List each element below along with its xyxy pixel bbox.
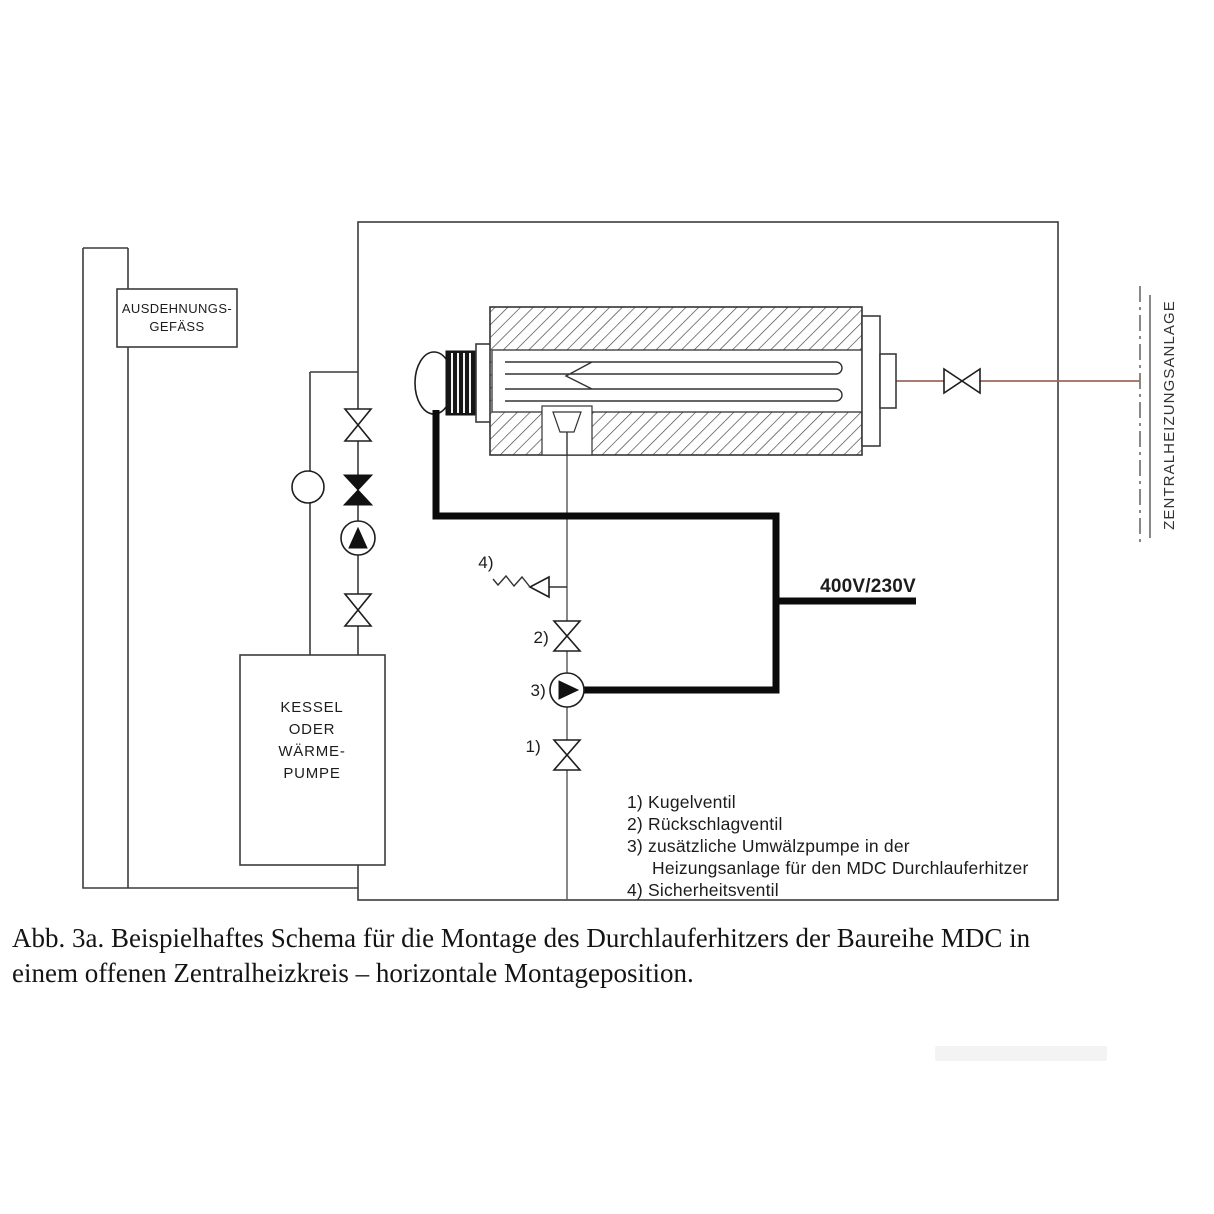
callout-2: 2) bbox=[533, 628, 549, 647]
caption-line-2: einem offenen Zentralheizkreis – horizon… bbox=[12, 958, 694, 989]
legend-item-3-line1: 3) zusätzliche Umwälzpumpe in der bbox=[627, 836, 910, 856]
expansion-vessel-label-line2: GEFÄSS bbox=[149, 319, 204, 334]
legend-item-3-line2: Heizungsanlage für den MDC Durchlauferhi… bbox=[652, 858, 1028, 878]
boiler-label-line1: KESSEL bbox=[280, 699, 343, 716]
watermark-strip bbox=[935, 1046, 1107, 1061]
caption-line-1: Abb. 3a. Beispielhaftes Schema für die M… bbox=[12, 923, 1031, 953]
boiler-box-outline bbox=[239, 654, 386, 866]
boiler-box: KESSEL ODER WÄRME- PUMPE bbox=[239, 654, 386, 866]
heater-inner-tube bbox=[491, 349, 863, 413]
shutoff-valve-upper bbox=[343, 408, 373, 442]
boiler-label-line3: WÄRME- bbox=[278, 743, 345, 760]
boiler-supply-pipes bbox=[309, 371, 358, 655]
heater-drain-pocket bbox=[541, 405, 593, 456]
power-label: 400V/230V bbox=[820, 576, 916, 597]
heater-assembly bbox=[414, 306, 897, 456]
callout-3: 3) bbox=[530, 681, 546, 700]
figure-caption: Abb. 3a. Beispielhaftes Schema für die M… bbox=[12, 921, 1212, 991]
legend-item-1: 1) Kugelventil bbox=[627, 792, 736, 812]
boiler-label-line4: PUMPE bbox=[283, 765, 340, 782]
ball-valve bbox=[552, 739, 582, 771]
heater-outlet-stub bbox=[879, 353, 897, 409]
expansion-vessel-box bbox=[116, 288, 238, 348]
expansion-circuit-pipe bbox=[82, 247, 358, 889]
central-heating-label: ZENTRALHEIZUNGSANLAGE bbox=[1161, 300, 1178, 530]
boiler-label-line2: ODER bbox=[289, 721, 336, 738]
heater-collar-ribs bbox=[451, 353, 471, 413]
callout-1: 1) bbox=[525, 737, 541, 756]
check-valve-riser bbox=[552, 620, 582, 652]
circulation-pump-left bbox=[340, 520, 376, 556]
legend-item-4: 4) Sicherheitsventil bbox=[627, 880, 779, 900]
pressure-gauge bbox=[291, 470, 325, 504]
shutoff-valve-lower bbox=[343, 593, 373, 627]
callout-4: 4) bbox=[478, 553, 494, 572]
booster-pump bbox=[549, 672, 585, 708]
system-boundary bbox=[357, 221, 1059, 901]
heater-end-plate bbox=[861, 315, 881, 447]
expansion-vessel: AUSDEHNUNGS- GEFÄSS bbox=[116, 288, 238, 348]
check-valve-left bbox=[342, 474, 374, 506]
expansion-vessel-label-line1: AUSDEHNUNGS- bbox=[122, 301, 232, 316]
heating-elements bbox=[505, 361, 896, 402]
outlet-valve bbox=[943, 367, 981, 395]
heater-collar bbox=[445, 350, 477, 416]
safety-valve bbox=[492, 574, 567, 599]
legend-item-2: 2) Rückschlagventil bbox=[627, 814, 783, 834]
power-cable bbox=[432, 410, 780, 694]
